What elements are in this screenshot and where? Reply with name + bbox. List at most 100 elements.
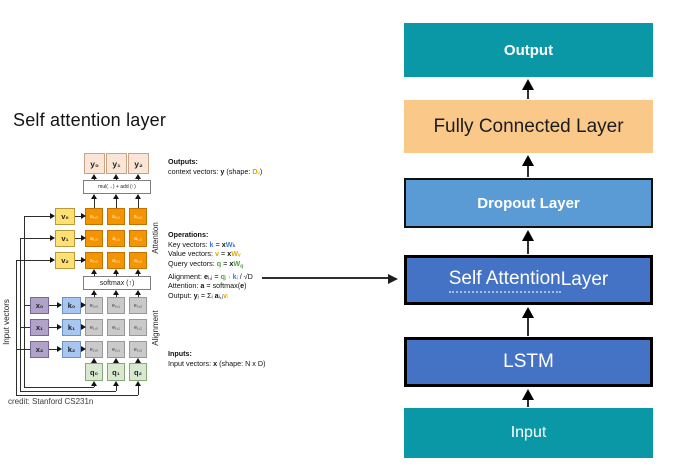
connector-line	[75, 238, 81, 239]
connector-line	[24, 305, 30, 306]
alignment-cell: e₀,₀	[85, 297, 103, 314]
connector-line	[116, 294, 117, 297]
q2-box: q₂	[129, 363, 147, 381]
operations-note: Operations: Key vectors: k = xWₖ Value v…	[168, 230, 253, 300]
connector-line	[16, 260, 50, 261]
input-vectors-axis-label: Input vectors	[2, 299, 11, 345]
k0-box: k₀	[62, 297, 81, 314]
flow-box-lstm: LSTM	[404, 337, 653, 387]
connector-line	[16, 395, 138, 396]
connector-line	[49, 327, 57, 328]
arrowhead-icon	[81, 324, 86, 330]
connector-line	[94, 273, 95, 276]
flow-box-dropout-label: Dropout Layer	[477, 194, 580, 212]
flow-box-fully-connected-label: Fully Connected Layer	[433, 115, 624, 137]
alignment-axis-label: Alignment	[151, 310, 160, 346]
connector-line	[138, 273, 139, 276]
arrowhead-icon	[81, 213, 86, 219]
arrowhead-icon	[522, 79, 534, 90]
arrowhead-icon	[81, 235, 86, 241]
x2-box: x₂	[30, 341, 49, 358]
alignment-cell: e₂,₀	[85, 341, 103, 358]
arrowhead-icon	[113, 194, 119, 199]
connector-line	[20, 327, 30, 328]
connector-line	[94, 178, 95, 180]
outputs-note: Outputs: context vectors: y (shape: Dᵥ)	[168, 157, 262, 176]
arrowhead-icon	[135, 290, 141, 295]
arrowhead-icon	[81, 302, 86, 308]
arrowhead-icon	[81, 257, 86, 263]
attention-cell: a₀,₀	[85, 208, 103, 225]
arrowhead-icon	[522, 230, 534, 241]
alignment-cell: e₁,₁	[107, 319, 125, 336]
arrowhead-icon	[81, 346, 86, 352]
flow-box-lstm-label: LSTM	[503, 351, 554, 372]
attention-cell: a₂,₂	[129, 252, 147, 269]
x1-box: x₁	[30, 319, 49, 336]
arrowhead-icon	[388, 274, 398, 284]
arrowhead-icon	[91, 174, 97, 179]
alignment-cell: e₀,₁	[107, 297, 125, 314]
arrowhead-icon	[113, 174, 119, 179]
operations-line: Value vectors: v = xWᵥ	[168, 249, 241, 258]
connector-line	[20, 238, 50, 239]
connector-line	[16, 349, 30, 350]
connector-line	[527, 316, 529, 336]
v1-box: v₁	[55, 230, 75, 247]
operations-line: Output: yⱼ = Σᵢ aᵢ,ⱼvᵢ	[168, 290, 229, 300]
arrowhead-icon	[57, 324, 62, 330]
arrowhead-icon	[91, 358, 97, 363]
arrowhead-icon	[522, 155, 534, 166]
flow-box-output: Output	[404, 23, 653, 77]
flow-box-self-attention-label-rest: Layer	[560, 269, 609, 290]
credit-text: credit: Stanford CS231n	[8, 397, 94, 406]
alignment-cell: e₂,₂	[129, 341, 147, 358]
attention-cell: a₁,₀	[85, 230, 103, 247]
k1-box: k₁	[62, 319, 81, 336]
y0-box: y₀	[84, 153, 105, 174]
x0-box: x₀	[30, 297, 49, 314]
alignment-cell: e₂,₁	[107, 341, 125, 358]
arrowhead-icon	[135, 269, 141, 274]
inputs-line: Input vectors: x (shape: N x D)	[168, 358, 266, 368]
q1-box: q₁	[107, 363, 125, 381]
arrowhead-icon	[113, 269, 119, 274]
connector-line	[16, 260, 17, 395]
operations-line: Alignment: eᵢ,ⱼ = qⱼ · kᵢ / √D	[168, 271, 253, 281]
arrowhead-icon	[57, 302, 62, 308]
arrowhead-icon	[135, 194, 141, 199]
connector-line	[49, 305, 57, 306]
arrowhead-icon	[91, 269, 97, 274]
page-title: Self attention layer	[13, 110, 167, 130]
connector-line	[527, 164, 529, 177]
connector-line	[138, 178, 139, 180]
y1-box: y₁	[106, 153, 127, 174]
arrowhead-icon	[50, 213, 55, 219]
connector-line	[94, 294, 95, 297]
operations-line: Attention: a = softmax(e)	[168, 281, 247, 290]
flow-box-input-label: Input	[510, 424, 547, 441]
attention-cell: a₀,₂	[129, 208, 147, 225]
flow-box-self-attention-layer: Self Attention Layer	[404, 255, 653, 305]
connector-line	[49, 349, 57, 350]
alignment-cell: e₀,₂	[129, 297, 147, 314]
connector-line	[527, 398, 529, 407]
connector-line	[24, 216, 25, 387]
connector-line	[262, 277, 390, 279]
connector-line	[116, 178, 117, 180]
connector-line	[527, 239, 529, 254]
connector-line	[527, 88, 529, 99]
arrowhead-icon	[522, 307, 534, 318]
connector-line	[24, 216, 50, 217]
v0-box: v₀	[55, 208, 75, 225]
connector-line	[24, 387, 94, 388]
outputs-heading: Outputs:	[168, 157, 198, 166]
attention-cell: a₂,₀	[85, 252, 103, 269]
connector-line	[75, 260, 81, 261]
k2-box: k₂	[62, 341, 81, 358]
connector-line	[138, 386, 139, 395]
flow-box-fully-connected-layer: Fully Connected Layer	[404, 100, 653, 153]
arrowhead-icon	[113, 381, 119, 386]
alignment-cell: e₁,₀	[85, 319, 103, 336]
